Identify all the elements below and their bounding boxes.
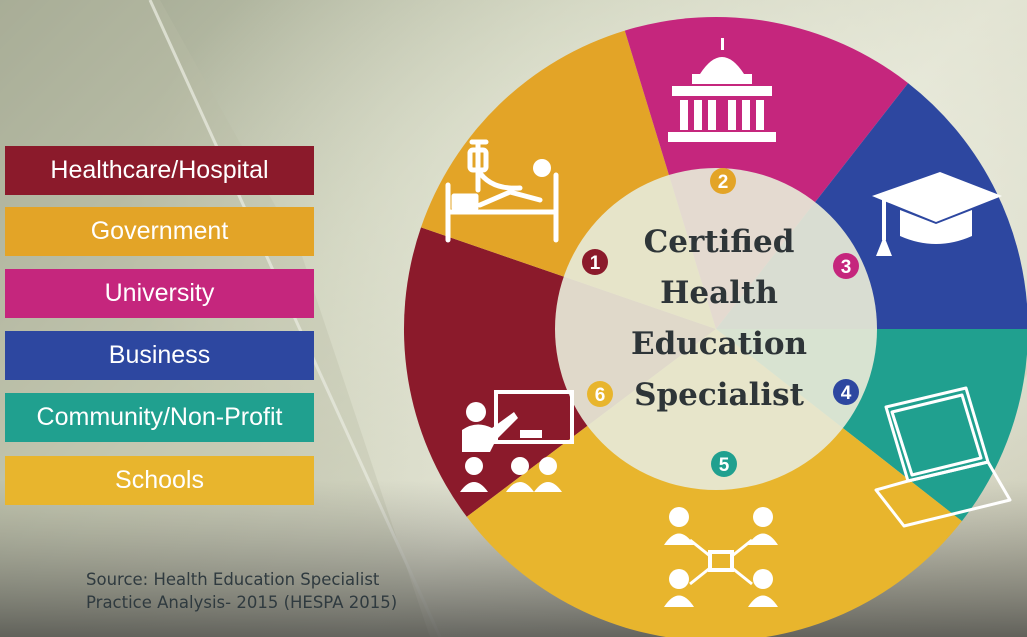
center-title-line-4: Specialist	[634, 377, 805, 413]
wheel-center-disc	[555, 168, 877, 490]
legend-university: University	[5, 269, 314, 318]
center-title-line-2: Health	[660, 275, 778, 311]
segment-badge-4: 4	[833, 379, 859, 405]
segment-badge-2: 2	[710, 168, 736, 194]
segment-number-6: 6	[595, 385, 606, 406]
center-title-line-1: Certified	[644, 224, 795, 260]
segment-badge-3: 3	[833, 253, 859, 279]
source-citation: Source: Health Education Specialist Prac…	[86, 568, 397, 614]
segment-badge-1: 1	[582, 249, 608, 275]
legend-label: Community/Non-Profit	[36, 403, 283, 431]
center-title: Certified Health Education Specialist	[631, 224, 807, 413]
legend-label: Government	[90, 217, 229, 245]
legend-schools: Schools	[5, 456, 314, 505]
legend-government: Government	[5, 207, 314, 256]
legend-business: Business	[5, 331, 314, 380]
legend-community-non-profit: Community/Non-Profit	[5, 393, 314, 442]
segment-badge-5: 5	[711, 451, 737, 477]
capitol-building-icon	[668, 38, 776, 142]
graduation-cap-icon	[872, 172, 1002, 256]
legend-label: University	[104, 279, 215, 307]
legend-label: Healthcare/Hospital	[50, 156, 269, 184]
segment-number-2: 2	[718, 172, 729, 193]
legend-label: Schools	[115, 466, 204, 494]
source-line-1: Source: Health Education Specialist	[86, 570, 380, 589]
center-title-line-3: Education	[631, 326, 807, 362]
segment-badge-6: 6	[587, 381, 613, 407]
segment-number-1: 1	[590, 253, 601, 274]
legend-healthcare-hospital: Healthcare/Hospital	[5, 146, 314, 195]
segment-number-4: 4	[841, 383, 852, 404]
legend-label: Business	[108, 341, 211, 369]
network-people-icon	[664, 507, 778, 607]
teacher-classroom-icon	[460, 390, 574, 492]
segment-number-5: 5	[719, 455, 730, 476]
laptop-icon	[874, 386, 1012, 528]
hospital-bed-icon	[445, 139, 559, 243]
segment-number-3: 3	[841, 257, 852, 278]
source-line-2: Practice Analysis- 2015 (HESPA 2015)	[86, 593, 398, 612]
